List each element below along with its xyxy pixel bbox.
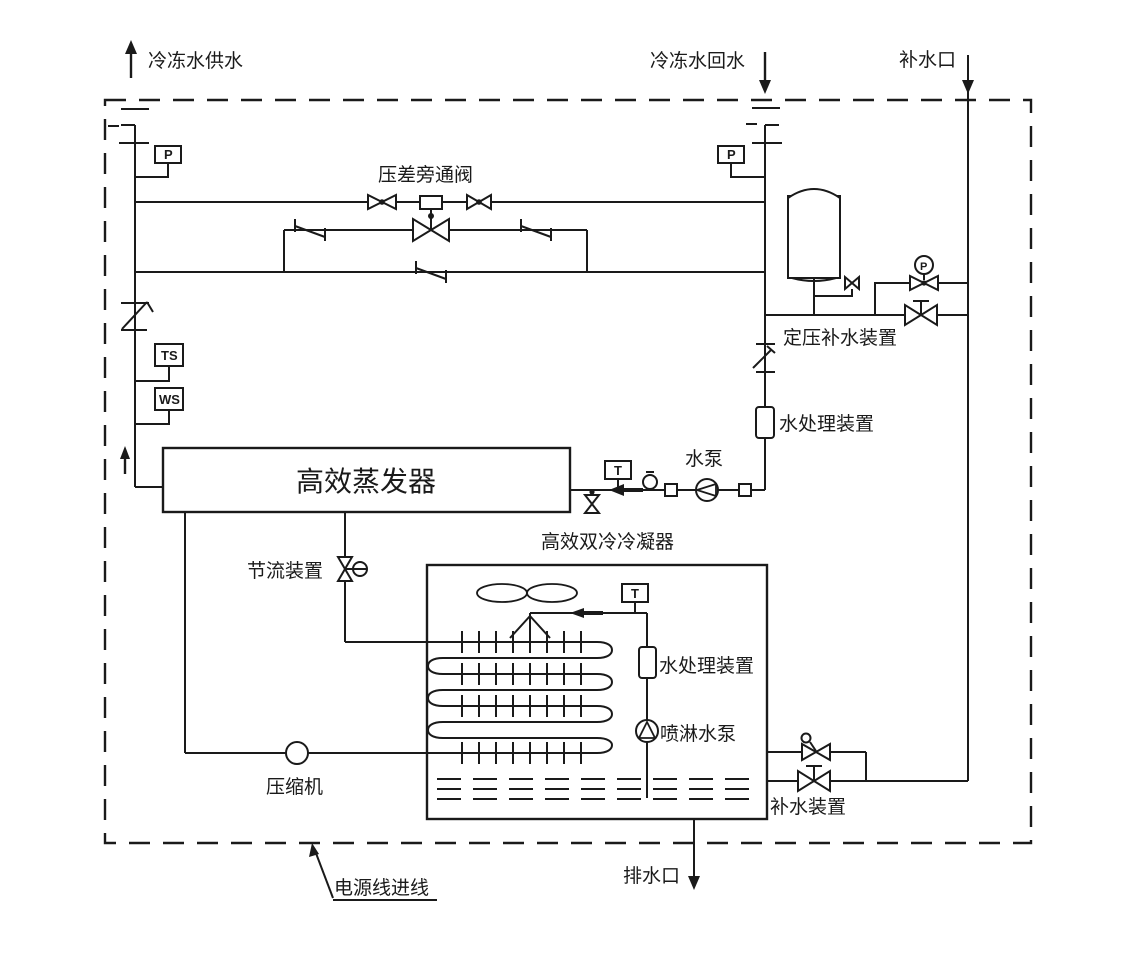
butterfly-valve-lower	[415, 261, 447, 283]
makeup-port-label: 补水口	[899, 49, 956, 71]
condenser-coil	[426, 641, 614, 754]
flow-switch-tag: WS	[159, 392, 180, 407]
pressure-gauge: P	[914, 255, 934, 280]
pressurization-label: 定压补水装置	[783, 327, 897, 349]
manual-makeup-valve	[797, 765, 831, 793]
makeup-device-label: 补水装置	[770, 796, 846, 818]
water-pump-symbol	[694, 478, 719, 502]
basin-water	[437, 778, 749, 800]
power-line-callout: 电源线进线	[309, 843, 437, 901]
down-arrow-icon	[688, 876, 700, 890]
pump-line: T 水泵 高效双冷冷凝器	[541, 448, 752, 553]
down-arrow-icon	[759, 80, 771, 94]
return-pressure-instrument: P	[717, 145, 765, 178]
chilled-supply-connection: 冷冻水供水	[125, 40, 243, 78]
water-treatment-tower-label: 水处理装置	[659, 655, 754, 677]
spray-pump-symbol	[635, 719, 659, 743]
condenser-label: 高效双冷冷凝器	[541, 531, 674, 553]
drain-connection: 排水口	[623, 819, 700, 890]
makeup-main-valve	[904, 300, 938, 327]
water-treatment-tower-symbol	[638, 646, 657, 679]
coil-fins	[461, 631, 582, 764]
temperature-switch-tag: TS	[161, 348, 178, 363]
spray-pump-label: 喷淋水泵	[660, 723, 736, 745]
evaporator-unit: 高效蒸发器	[161, 446, 572, 514]
pressurization-unit: P 定压补水装置 水处理装置	[752, 188, 968, 439]
spray-nozzle	[509, 613, 551, 639]
tower-temp-tag: T	[631, 586, 639, 601]
makeup-gauge-tag: P	[920, 261, 927, 273]
float-valve	[800, 732, 831, 762]
compressor-symbol	[285, 741, 309, 765]
fan-icon	[476, 583, 528, 603]
cooling-tower-unit: T 水处理装置 喷淋水泵	[425, 563, 769, 821]
chilled-return-connection: 冷冻水回水	[650, 50, 771, 94]
left-arrow-icon	[609, 484, 624, 496]
bypass-control-valve	[412, 217, 433, 243]
return-pressure-tag: P	[727, 147, 736, 162]
supply-pressure-tag: P	[164, 147, 173, 162]
bypass-assembly: 压差旁通阀	[294, 164, 552, 283]
up-arrow-icon	[120, 446, 130, 459]
tower-makeup-unit: 补水装置	[767, 732, 968, 818]
power-line-label: 电源线进线	[334, 877, 429, 899]
water-treatment-right-symbol	[755, 406, 775, 439]
supply-riser-valve	[121, 301, 154, 331]
evaporator-label: 高效蒸发器	[296, 466, 436, 497]
up-arrow-icon	[125, 40, 137, 54]
bypass-valve-label: 压差旁通阀	[378, 164, 473, 186]
drain-label: 排水口	[623, 865, 680, 887]
throttle-valve	[336, 556, 368, 582]
air-vent	[642, 474, 658, 490]
supply-flow-arrow	[120, 446, 130, 474]
left-arrow-icon	[570, 608, 584, 618]
check-valve	[752, 343, 776, 373]
throttle-label: 节流装置	[247, 560, 323, 582]
chilled-return-label: 冷冻水回水	[650, 50, 745, 72]
butterfly-valve-right	[520, 219, 552, 241]
chilled-supply-label: 冷冻水供水	[148, 50, 243, 72]
water-pump-label: 水泵	[685, 448, 723, 470]
butterfly-valve-left	[294, 219, 326, 241]
bypass-actuator	[419, 195, 443, 210]
supply-pressure-instrument: P	[135, 145, 182, 178]
pipe-network	[108, 55, 969, 781]
flow-switch-instrument: WS	[135, 387, 184, 425]
refrigerant-circuit: 节流装置 压缩机	[184, 512, 427, 798]
makeup-port-connection: 补水口	[899, 49, 974, 94]
water-treatment-right-label: 水处理装置	[779, 413, 874, 435]
gauge-valve	[909, 274, 939, 292]
system-boundary	[103, 98, 1033, 845]
compressor-label: 压缩机	[266, 776, 323, 798]
fan-icon	[526, 583, 578, 603]
expansion-tank	[787, 188, 841, 282]
temperature-switch-instrument: TS	[135, 343, 184, 382]
condenser-temp-tag: T	[614, 463, 622, 478]
up-arrow-icon	[309, 843, 319, 857]
